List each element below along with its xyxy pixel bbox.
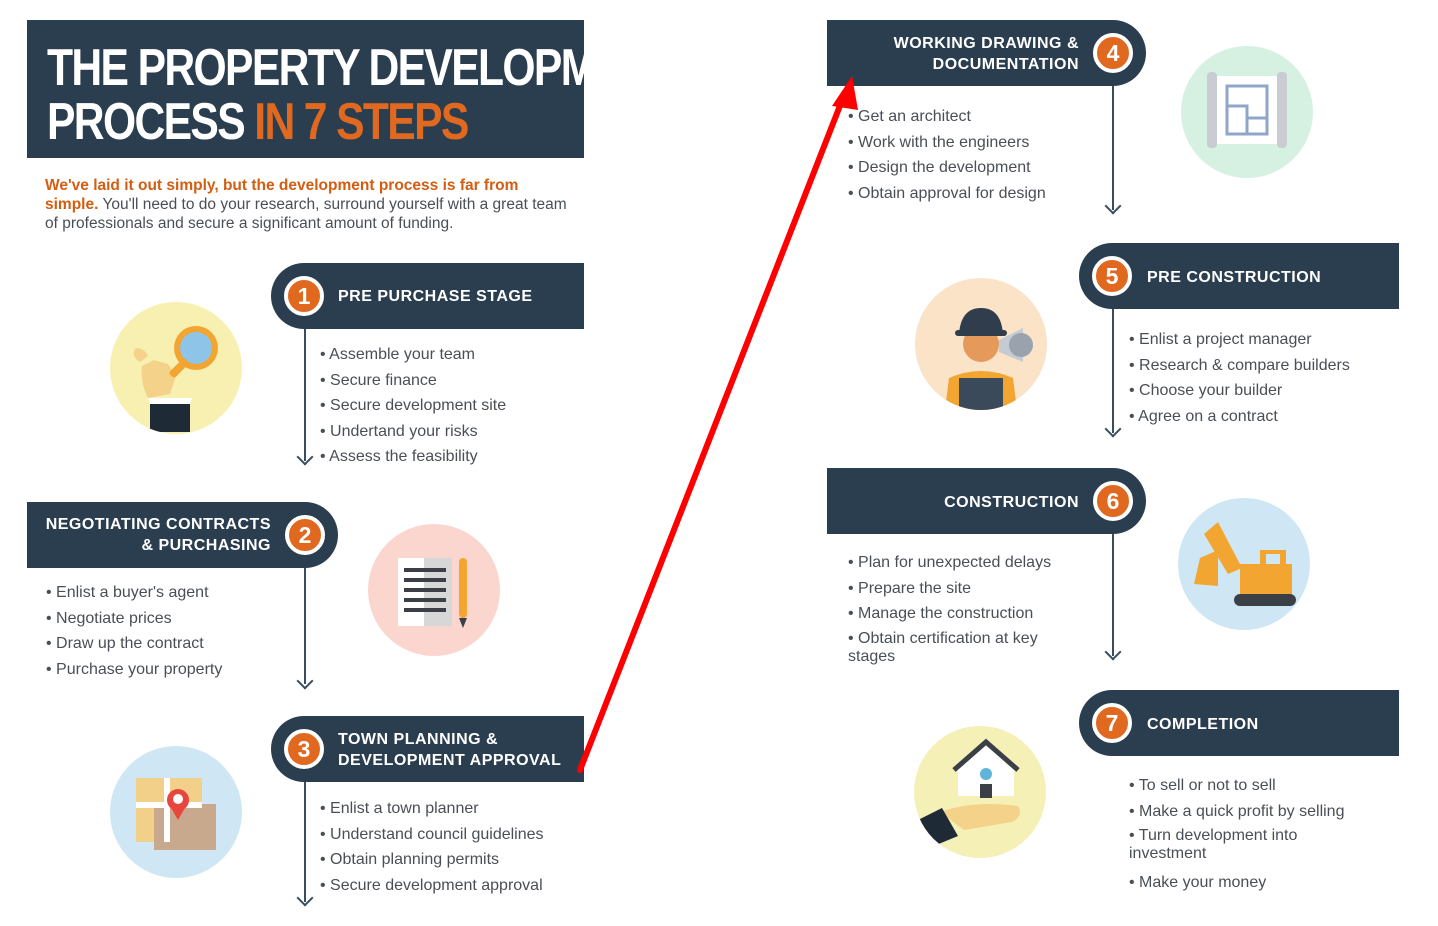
step-6-connector — [1112, 534, 1114, 656]
step-1-arrowhead — [296, 448, 314, 466]
step-2-connector — [304, 568, 306, 684]
list-item: Make your money — [1129, 870, 1389, 896]
step-3-list: Enlist a town planner Understand council… — [320, 796, 544, 899]
list-item: Enlist a buyer's agent — [46, 580, 222, 606]
list-item: Understand council guidelines — [320, 822, 543, 848]
step-2-title-line-1: NEGOTIATING CONTRACTS — [45, 516, 271, 533]
magnifier-icon — [110, 302, 242, 434]
excavator-icon — [1178, 498, 1310, 630]
title-line-1: THE PROPERTY DEVELOPMENT — [47, 39, 677, 97]
map-pin-icon — [110, 746, 242, 878]
step-3-banner: 3 TOWN PLANNING & DEVELOPMENT APPROVAL — [271, 716, 584, 782]
step-7-title: COMPLETION — [1147, 716, 1259, 733]
list-item: Secure development approval — [320, 873, 544, 899]
step-1-banner: 1 PRE PURCHASE STAGE — [271, 263, 584, 329]
list-item: Design the development — [848, 155, 1046, 181]
list-item: Work with the engineers — [848, 130, 1046, 156]
step-3-connector — [304, 782, 306, 902]
step-7-banner: 7 COMPLETION — [1079, 690, 1399, 756]
step-2-title-line-2: & PURCHASING — [141, 537, 271, 554]
step-2-banner: 2 NEGOTIATING CONTRACTS & PURCHASING — [27, 502, 338, 568]
step-3-arrowhead — [296, 889, 314, 907]
step-7-badge: 7 — [1092, 703, 1132, 743]
title-box: THE PROPERTY DEVELOPMENT PROCESS IN 7 ST… — [27, 20, 677, 158]
list-item: Make a quick profit by selling — [1129, 799, 1389, 825]
list-item: Enlist a project manager — [1129, 327, 1350, 353]
list-item: Obtain certification at key stages — [848, 627, 1068, 666]
list-item: Obtain planning permits — [320, 847, 544, 873]
worker-megaphone-icon — [915, 278, 1047, 410]
step-7-list: To sell or not to sell Make a quick prof… — [1129, 773, 1389, 896]
step-4-title-line-1: WORKING DRAWING & — [893, 35, 1079, 52]
step-2-badge: 2 — [285, 515, 325, 555]
step-6-title: CONSTRUCTION — [944, 494, 1079, 511]
step-1-list: Assemble your team Secure finance Secure… — [320, 342, 506, 470]
list-item: To sell or not to sell — [1129, 773, 1389, 799]
step-6-arrowhead — [1104, 643, 1122, 661]
step-1-connector — [304, 329, 306, 461]
step-5-banner: 5 PRE CONSTRUCTION — [1079, 243, 1399, 309]
step-5-badge: 5 — [1092, 256, 1132, 296]
list-item: Draw up the contract — [46, 631, 222, 657]
title-line-2-a: PROCESS — [47, 93, 255, 151]
step-6-list: Plan for unexpected delays Prepare the s… — [848, 550, 1078, 673]
step-5-title: PRE CONSTRUCTION — [1147, 269, 1322, 286]
list-item: Undertand your risks — [320, 419, 506, 445]
list-item: Obtain approval for design — [848, 181, 1046, 207]
step-4-title-line-2: DOCUMENTATION — [932, 56, 1079, 73]
list-item: Manage the construction — [848, 601, 1078, 627]
step-4-banner: 4 WORKING DRAWING & DOCUMENTATION — [827, 20, 1146, 86]
blueprint-icon — [1181, 46, 1313, 178]
intro-text: We've laid it out simply, but the develo… — [45, 176, 575, 233]
list-item: Plan for unexpected delays — [848, 550, 1078, 576]
list-item: Assemble your team — [320, 342, 506, 368]
list-item: Choose your builder — [1129, 378, 1350, 404]
list-item: Assess the feasibility — [320, 444, 506, 470]
intro-highlight: We've laid it out simply, but the develo… — [45, 177, 519, 213]
house-in-hand-icon — [914, 726, 1046, 858]
step-6-badge: 6 — [1093, 481, 1133, 521]
step-2-arrowhead — [296, 672, 314, 690]
list-item: Get an architect — [848, 104, 1046, 130]
list-item: Research & compare builders — [1129, 353, 1350, 379]
step-3-title: TOWN PLANNING & DEVELOPMENT APPROVAL — [338, 729, 561, 771]
title-accent: IN 7 STEPS — [254, 93, 469, 151]
list-item: Turn development into investment — [1129, 824, 1329, 863]
step-3-title-line-2: DEVELOPMENT APPROVAL — [338, 752, 562, 769]
step-5-arrowhead — [1104, 420, 1122, 438]
step-5-list: Enlist a project manager Research & comp… — [1129, 327, 1350, 429]
step-4-connector — [1112, 86, 1114, 210]
list-item: Prepare the site — [848, 576, 1078, 602]
step-2-list: Enlist a buyer's agent Negotiate prices … — [46, 580, 222, 682]
list-item: Enlist a town planner — [320, 796, 544, 822]
document-pen-icon — [368, 524, 500, 656]
title-line-2: PROCESS IN 7 STEPS — [47, 93, 469, 151]
intro-rest: You'll need to do your research, surroun… — [45, 196, 567, 232]
step-4-arrowhead — [1104, 197, 1122, 215]
step-3-badge: 3 — [284, 729, 324, 769]
list-item: Agree on a contract — [1129, 404, 1350, 430]
list-item: Negotiate prices — [46, 606, 222, 632]
step-4-list: Get an architect Work with the engineers… — [848, 104, 1046, 206]
step-2-title: NEGOTIATING CONTRACTS & PURCHASING — [46, 514, 271, 556]
step-1-badge: 1 — [284, 276, 324, 316]
step-4-title: WORKING DRAWING & DOCUMENTATION — [894, 33, 1079, 75]
list-item: Secure development site — [320, 393, 506, 419]
step-5-connector — [1112, 309, 1114, 433]
step-1-title: PRE PURCHASE STAGE — [338, 288, 533, 305]
step-4-badge: 4 — [1093, 33, 1133, 73]
step-6-banner: 6 CONSTRUCTION — [827, 468, 1146, 534]
list-item: Purchase your property — [46, 657, 222, 683]
list-item: Secure finance — [320, 368, 506, 394]
step-3-title-line-1: TOWN PLANNING & — [338, 731, 499, 748]
